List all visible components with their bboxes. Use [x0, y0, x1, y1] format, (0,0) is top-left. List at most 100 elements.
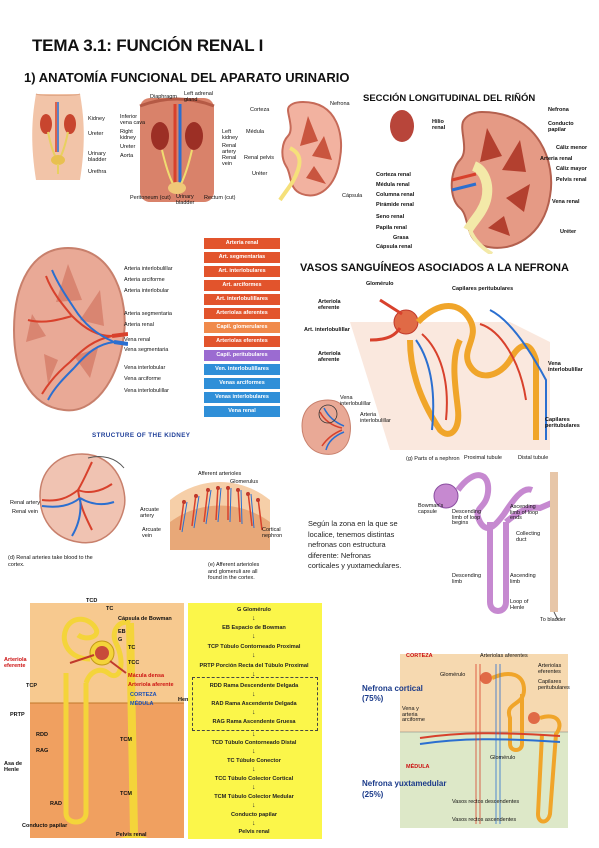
label-distal-tubule: Distal tubule [518, 455, 549, 461]
label-vasos-rectos-ascendentes: Vasos rectos ascendentes [452, 817, 517, 823]
figure-nephron-types [400, 654, 568, 828]
label-pelvis-renal: Pelvis renal [556, 177, 587, 183]
label-ureter-section: Uréter [560, 229, 577, 235]
label-renal-vein: Renal vein [222, 155, 237, 167]
flow-item: TCM Túbulo Colector Medular [214, 794, 294, 800]
label-arteriolas-eferentes: Arteriolas eferentes [538, 663, 562, 675]
label-eb: EB [118, 629, 126, 635]
ladder-item: Art. interlobulillares [204, 294, 280, 305]
label-rectum: Rectum (cut) [204, 195, 236, 201]
label-loop-of-henle: Loop of Henle [510, 599, 529, 611]
label-tcm: TCM [120, 737, 132, 743]
label-inferior-vena-cava: Inferior vena cava [120, 114, 146, 126]
label-arteria-renal: Arteria renal [540, 156, 573, 162]
flow-item: G Glomérulo [237, 607, 271, 613]
figure-kidney-small [258, 96, 348, 206]
label-vena-renal-vessels: Vena renal [124, 337, 151, 343]
figure-cortex-section [170, 470, 270, 550]
label-peritoneum: Peritoneum (cut) [130, 195, 171, 201]
label-tc: TC [128, 645, 136, 651]
label-collecting-duct: Collecting duct [516, 531, 541, 543]
label-arteria-segmentaria: Arteria segmentaria [124, 311, 172, 317]
kidney-inset-drawing [301, 399, 351, 455]
ladder-item: Arteriolas eferentes [204, 336, 280, 347]
ladder-item: Arteriolas aferentes [204, 308, 280, 319]
ladder-item: Art. segmentarias [204, 252, 280, 263]
label-glomerulus: Glomerulus [230, 479, 259, 485]
label-piramide-renal: Pirámide renal [376, 202, 414, 208]
arrow-down-icon: ↓ [252, 784, 256, 791]
label-medula-diagram: MÉDULA [130, 701, 154, 707]
page-title: TEMA 3.1: FUNCIÓN RENAL I [32, 36, 264, 55]
nephron-vessels-drawing [350, 298, 550, 450]
ladder-item: Ven. interlobulillares [204, 364, 280, 375]
label-ureter-torso: Ureter [120, 144, 136, 150]
label-arcuate-artery: Arcuate artery [140, 507, 159, 519]
label-corteza: Corteza [250, 107, 270, 113]
label-corteza-diagram: CORTEZA [130, 692, 157, 698]
label-prtp: PRTP [10, 712, 25, 718]
ladder-item: Venas interlobulares [204, 392, 280, 403]
label-seno-renal: Seno renal [376, 214, 405, 220]
label-arteriola-eferente-red: Arteriola eferente [4, 657, 27, 669]
label-renal-pelvis: Renal pelvis [244, 155, 274, 161]
label-arteria-interlobular: Arteria interlobular [124, 288, 169, 294]
label-g: G [118, 637, 123, 643]
label-medula-renal: Médula renal [376, 182, 410, 188]
arrow-down-icon: ↓ [252, 671, 256, 678]
label-capilares-peritubulares: Capilares peritubulares [452, 286, 514, 292]
note-e: (e) Afferent arterioles and glomeruli ar… [208, 562, 260, 582]
figure-nephron-vessels [350, 280, 570, 450]
label-urethra: Urethra [88, 169, 107, 175]
label-left-adrenal-gland: Left adrenal gland [184, 91, 214, 103]
label-vena-interlobulillar: Vena interlobulillar [548, 361, 583, 373]
label-tcp: TCP [26, 683, 37, 689]
arrow-down-icon: ↓ [252, 748, 256, 755]
ladder-item: Capil. peritubulares [204, 350, 280, 361]
label-capsula-bowman: Cápsula de Bowman [118, 616, 172, 622]
vessel-sequence-ladder: Arteria renal Art. segmentarias Art. int… [204, 238, 282, 428]
figure-torso [118, 92, 236, 204]
label-arcuate-vein: Arcuate vein [142, 527, 161, 539]
arrow-down-icon: ↓ [252, 802, 256, 809]
label-arteriola-aferente: Arteriola aferente [318, 351, 341, 363]
label-capsula-renal: Cápsula renal [376, 244, 413, 250]
label-urinary-bladder: Urinary bladder [88, 151, 107, 163]
label-arteriola-aferente-red: Arteriola aferente [128, 682, 174, 688]
label-ureter: Ureter [88, 131, 104, 137]
label-nefrona-section: Nefrona [548, 107, 569, 113]
label-diaphragm: Diaphragm [150, 94, 177, 100]
label-vasos-rectos-descendentes: Vasos rectos descendentes [452, 799, 520, 805]
flow-item: RAD Rama Ascendente Delgada [211, 701, 297, 707]
ladder-item: Art. arciformes [204, 280, 280, 291]
structure-caption: STRUCTURE OF THE KIDNEY [92, 432, 191, 439]
arrow-down-icon: ↓ [252, 691, 256, 698]
flow-item: TCC Túbulo Colector Cortical [214, 776, 294, 782]
flow-panel: G Glomérulo ↓ EB Espacio de Bowman ↓ TCP… [188, 603, 322, 839]
label-vena-interlobulillar-inset: Vena interlobulillar [340, 395, 371, 407]
label-tcd: TCD [86, 598, 98, 604]
figure-nephron-segments [30, 603, 184, 838]
figure-kidney-inset [298, 396, 354, 456]
label-macula-densa: Mácula densa [128, 673, 165, 679]
arrow-down-icon: ↓ [252, 820, 256, 827]
figure-kidney-section [372, 104, 572, 254]
figure-nephron-parts [418, 462, 578, 622]
label-vena-interlobulillar: Vena interlobulillar [124, 388, 169, 394]
label-capilares-peritubulares-2: Capilares peritubulares [545, 417, 580, 429]
flow-item: TCP Túbulo Contorneado Proximal [207, 644, 301, 650]
arrow-down-icon: ↓ [252, 633, 256, 640]
label-arteria-renal-vessels: Arteria renal [124, 322, 154, 328]
ladder-item: Venas arciformes [204, 378, 280, 389]
label-asa-henle: Asa de Henle [4, 761, 23, 773]
label-right-kidney: Right kidney [120, 129, 136, 141]
label-capilares-peritubulares-types: Capilares peritubulares [538, 679, 570, 691]
flow-item: Pelvis renal [238, 829, 270, 835]
label-nefrona-cortical: Nefrona cortical [362, 684, 423, 693]
label-arteria-interlobulillar-inset: Arteria interlobulillar [360, 412, 391, 424]
label-to-bladder: To bladder [540, 617, 566, 623]
figure-kidney-vessels [8, 244, 128, 416]
label-ascending-limb-ends: Ascending limb of loop ends [510, 504, 539, 521]
torso-drawing [139, 97, 215, 202]
kidney-small-drawing [278, 100, 343, 202]
